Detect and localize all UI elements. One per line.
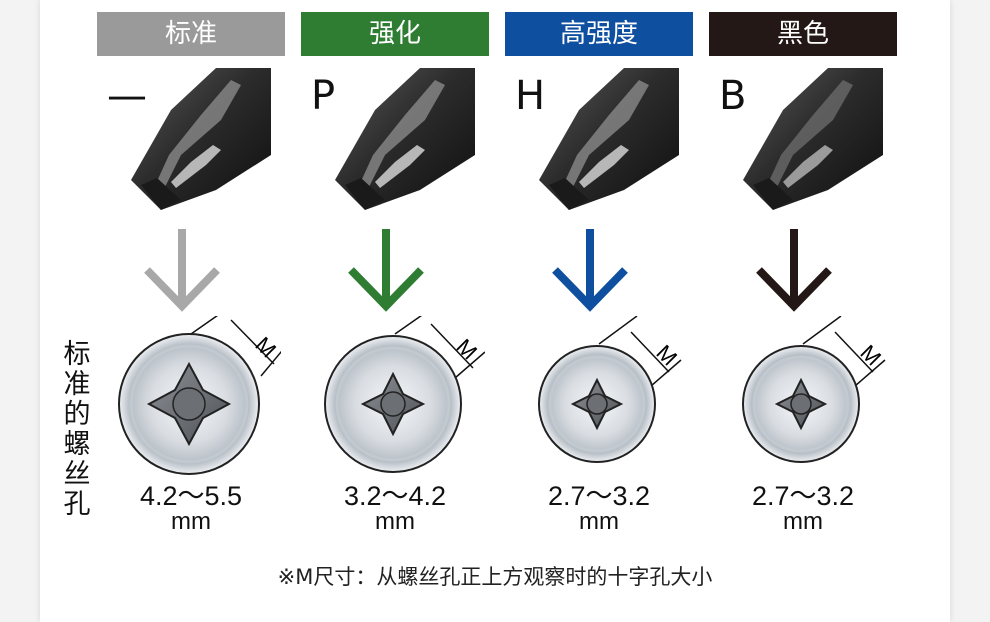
screw-head-diagram: M xyxy=(538,316,682,463)
badge-high-strength: 高强度 xyxy=(505,12,693,56)
screwdriver-bit-image xyxy=(539,68,679,210)
type-letter-standard: — xyxy=(107,73,147,119)
screw-head-diagram: M xyxy=(742,316,886,463)
type-letter-high-strength: H xyxy=(515,73,546,119)
footnote: ※M尺寸：从螺丝孔正上方观察时的十字孔大小 xyxy=(277,565,713,589)
hole-size-range: 3.2～4.2 xyxy=(343,481,447,511)
screw-head-diagram: M xyxy=(118,316,281,475)
down-arrow-icon xyxy=(552,229,628,312)
bit-column-reinforced: 强化 P M 3.2～4.2 mm xyxy=(301,0,501,560)
measure-label-m: M xyxy=(651,340,682,371)
hole-size-unit: mm xyxy=(171,508,211,535)
hole-size-unit: mm xyxy=(579,508,619,535)
side-label: 标准的螺丝孔 xyxy=(63,339,91,520)
hole-size-range: 2.7～3.2 xyxy=(751,481,855,511)
badge-reinforced: 强化 xyxy=(301,12,489,56)
hole-size-unit: mm xyxy=(783,508,823,535)
badge-standard: 标准 xyxy=(97,12,285,56)
measure-label-m: M xyxy=(855,340,886,371)
down-arrow-icon xyxy=(756,229,832,312)
bit-column-standard: 标准 — M 4.2～5.5 mm xyxy=(97,0,297,560)
down-arrow-icon xyxy=(348,229,424,312)
measure-label-m: M xyxy=(451,334,482,365)
hole-size-range: 2.7～3.2 xyxy=(547,481,651,511)
bit-column-high-strength: 高强度 H M 2.7～3.2 mm xyxy=(505,0,705,560)
screwdriver-bit-image xyxy=(131,68,271,210)
badge-black: 黑色 xyxy=(709,12,897,56)
type-letter-reinforced: P xyxy=(311,73,336,119)
hole-size-unit: mm xyxy=(375,508,415,535)
screwdriver-bit-image xyxy=(743,68,883,210)
type-letter-black: B xyxy=(719,73,747,119)
screw-head-diagram: M xyxy=(324,316,485,473)
bit-column-black: 黑色 B M 2.7～3.2 mm xyxy=(709,0,909,560)
down-arrow-icon xyxy=(144,229,220,312)
hole-size-range: 4.2～5.5 xyxy=(139,481,243,511)
screwdriver-bit-image xyxy=(335,68,475,210)
